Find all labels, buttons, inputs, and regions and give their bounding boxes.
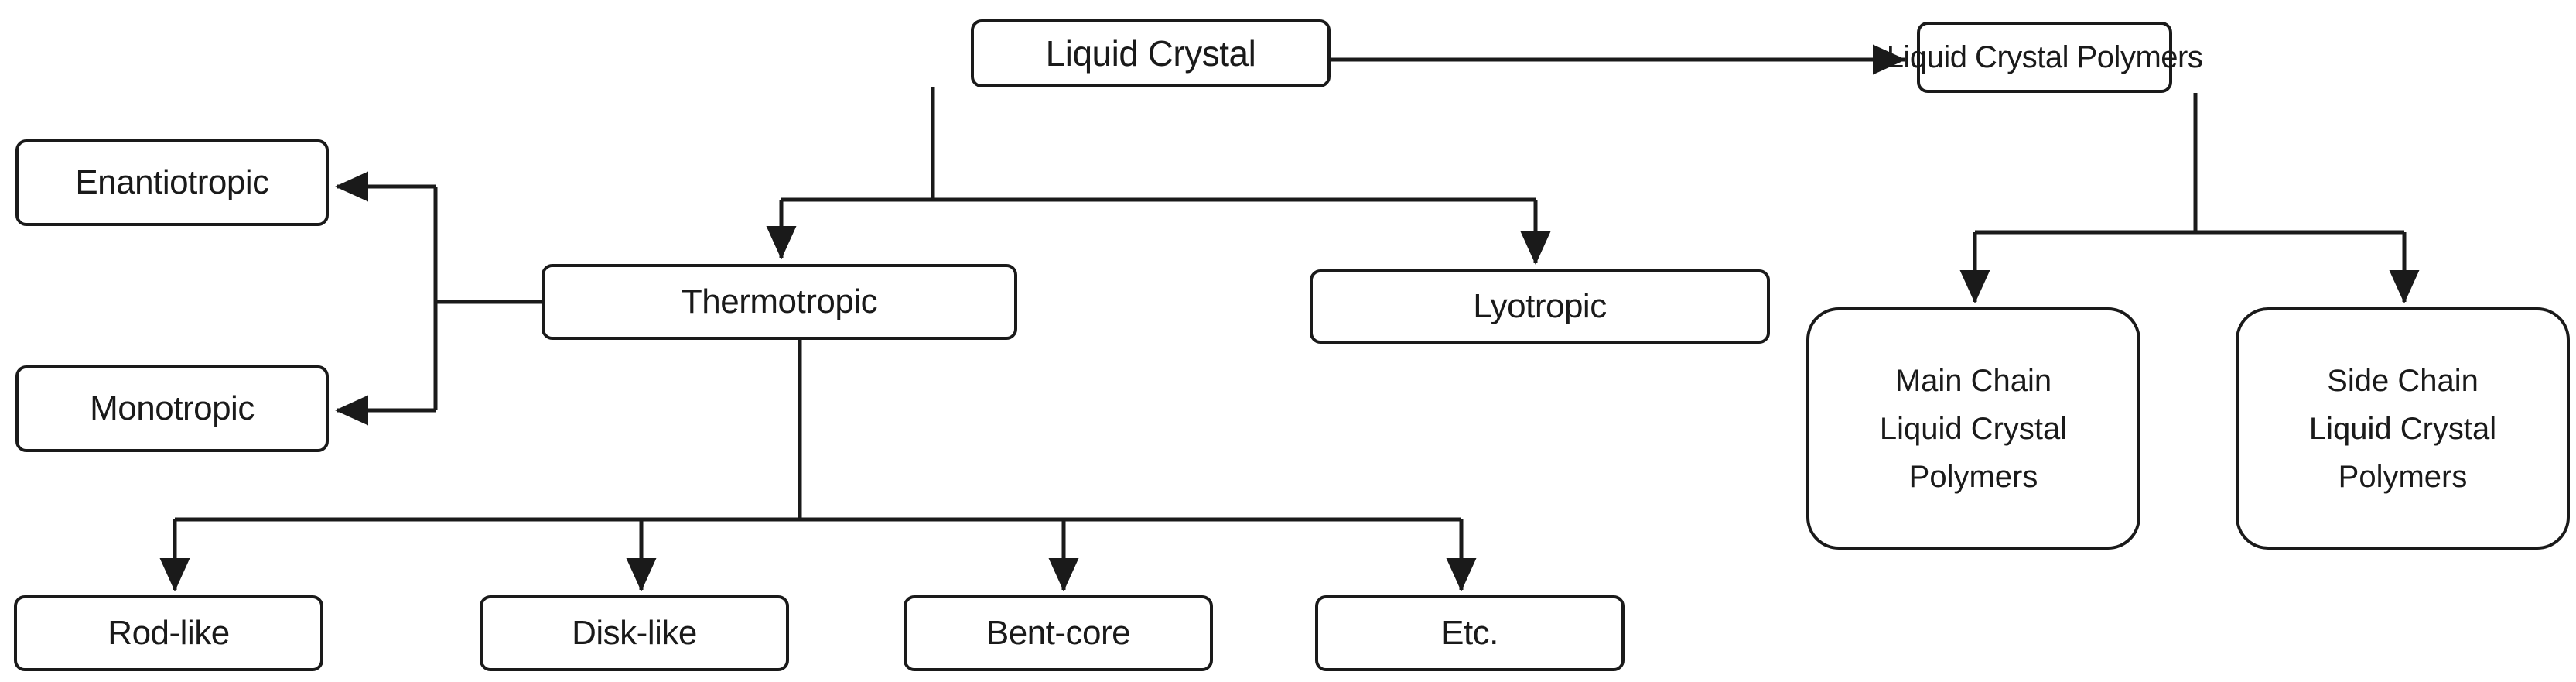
node-label: Thermotropic bbox=[681, 283, 878, 320]
node-label: Lyotropic bbox=[1473, 287, 1607, 325]
node-enantiotropic[interactable]: Enantiotropic bbox=[15, 139, 329, 226]
node-thermotropic[interactable]: Thermotropic bbox=[542, 264, 1017, 340]
node-label: Polymers bbox=[2338, 459, 2468, 494]
node-label: Etc. bbox=[1441, 614, 1498, 652]
node-monotropic[interactable]: Monotropic bbox=[15, 365, 329, 452]
node-bent-core[interactable]: Bent-core bbox=[904, 595, 1213, 671]
node-liquid-crystal[interactable]: Liquid Crystal bbox=[971, 19, 1331, 87]
node-label: Enantiotropic bbox=[75, 163, 269, 201]
node-label: Liquid Crystal bbox=[2308, 411, 2497, 446]
node-label: Disk-like bbox=[572, 614, 697, 652]
node-label: Main Chain bbox=[1894, 363, 2052, 398]
node-label: Bent-core bbox=[986, 614, 1131, 652]
node-disk-like[interactable]: Disk-like bbox=[480, 595, 789, 671]
node-lyotropic[interactable]: Lyotropic bbox=[1310, 269, 1770, 344]
node-label: Monotropic bbox=[90, 389, 255, 427]
node-label: Liquid Crystal bbox=[1879, 411, 2068, 446]
node-etc[interactable]: Etc. bbox=[1315, 595, 1625, 671]
node-rod-like[interactable]: Rod-like bbox=[14, 595, 323, 671]
node-label: Rod-like bbox=[108, 614, 230, 652]
node-label: Polymers bbox=[1908, 459, 2038, 494]
node-label: Side Chain bbox=[2327, 363, 2479, 398]
node-liquid-crystal-polymers[interactable]: Liquid Crystal Polymers bbox=[1887, 22, 2203, 93]
node-label: Liquid Crystal bbox=[1045, 33, 1256, 74]
node-label: Liquid Crystal Polymers bbox=[1886, 40, 2203, 74]
